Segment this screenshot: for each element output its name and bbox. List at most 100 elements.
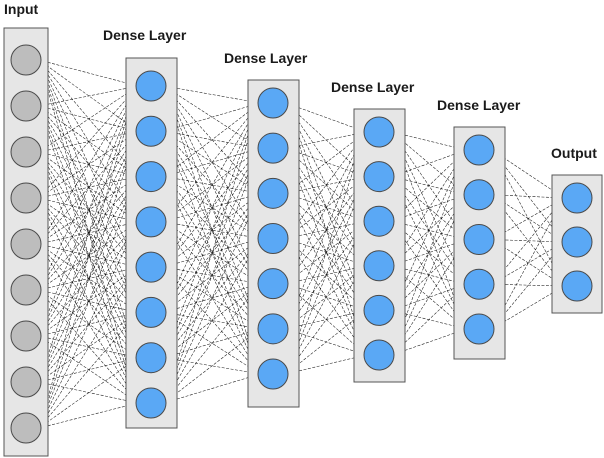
input-neuron	[10, 274, 42, 306]
connection-edge	[38, 59, 139, 223]
dense-layer-3-label: Dense Layer	[331, 79, 415, 95]
dense-neuron	[257, 358, 289, 390]
connection-edge	[38, 151, 139, 358]
input-neuron	[10, 44, 42, 76]
connection-edge	[38, 105, 139, 358]
connection-edge	[38, 289, 139, 313]
connection-edge	[38, 197, 139, 313]
input-neuron	[10, 182, 42, 214]
dense-neuron	[257, 87, 289, 119]
connection-edge	[38, 131, 139, 429]
connection-edge	[38, 197, 139, 404]
connection-edge	[38, 151, 139, 404]
connection-edge	[38, 357, 139, 383]
dense-neuron	[135, 387, 167, 419]
connection-edge	[38, 151, 139, 177]
connection-edge	[38, 176, 139, 199]
connection-edge	[163, 373, 261, 404]
input-neuron	[10, 366, 42, 398]
dense-neuron	[463, 179, 495, 211]
connection-edge	[163, 102, 261, 177]
layer-boxes	[3, 27, 603, 457]
connection-edge	[38, 105, 139, 132]
connection-edge	[38, 85, 139, 199]
connection-edge	[38, 105, 139, 404]
input-neuron	[10, 90, 42, 122]
connection-edge	[163, 148, 261, 404]
connection-edge	[38, 335, 139, 358]
connection-edge	[38, 402, 139, 429]
connection-edge	[38, 59, 139, 404]
connection-edge	[38, 266, 139, 291]
connection-edge	[285, 102, 367, 266]
connection-edge	[38, 131, 139, 337]
connection-edge	[38, 105, 139, 268]
connection-edge	[163, 266, 261, 284]
connection-edge	[38, 221, 139, 429]
input-neuron	[10, 320, 42, 352]
connection-edge	[38, 131, 139, 291]
connection-edge	[38, 289, 139, 404]
connection-edge	[38, 131, 139, 245]
connection-edge	[38, 312, 139, 429]
dense-neuron	[463, 224, 495, 255]
connection-edge	[38, 381, 139, 404]
connection-edge	[38, 85, 139, 291]
dense-neuron	[257, 177, 289, 209]
connection-edge	[163, 193, 261, 313]
connection-edge	[285, 176, 367, 375]
input-neuron	[10, 412, 42, 444]
connection-edge	[38, 59, 139, 313]
connection-edge	[38, 85, 139, 107]
connection-edge	[38, 131, 139, 153]
dense-neuron	[257, 223, 289, 254]
dense-neuron	[135, 70, 167, 102]
connection-edge	[38, 221, 139, 337]
output-neuron	[561, 270, 593, 302]
connection-edge	[163, 221, 261, 375]
dense-neuron	[257, 132, 289, 164]
connection-edge	[38, 221, 139, 245]
layer-labels: Input Dense Layer Dense Layer Dense Laye…	[4, 1, 597, 161]
dense-neuron	[257, 268, 289, 300]
dense-neuron	[135, 161, 167, 193]
connection-edge	[285, 310, 367, 375]
dense-neuron	[257, 313, 289, 345]
connection-edge	[38, 197, 139, 223]
connection-edge	[38, 151, 139, 268]
output-neuron	[561, 226, 593, 258]
connection-edge	[38, 312, 139, 337]
connection-edge	[38, 243, 139, 404]
connection-edge	[163, 283, 261, 404]
dense-neuron	[363, 294, 395, 326]
connection-edge	[38, 59, 139, 87]
dense-neuron	[135, 251, 167, 283]
dense-neuron	[363, 250, 395, 282]
dense-neuron	[135, 115, 167, 147]
connection-edge	[38, 176, 139, 383]
dense-neuron	[463, 313, 495, 345]
connection-edge	[38, 105, 139, 313]
connection-edge	[163, 147, 261, 268]
connection-edge	[38, 357, 139, 429]
input-layer-label: Input	[4, 1, 39, 17]
input-neuron	[10, 228, 42, 260]
input-neuron	[10, 136, 42, 168]
connection-edge	[38, 105, 139, 223]
dense-neuron	[363, 161, 395, 193]
connection-edge	[38, 85, 139, 383]
output-layer-label: Output	[551, 145, 597, 161]
connection-edge	[285, 131, 367, 329]
connection-edge	[163, 193, 261, 404]
connection-edge	[38, 176, 139, 429]
dense-neuron	[363, 116, 395, 148]
connection-edge	[285, 193, 367, 356]
connection-edge	[163, 85, 261, 149]
connection-edge	[163, 221, 261, 239]
dense-layer-1-label: Dense Layer	[103, 27, 187, 43]
connection-edge	[163, 102, 261, 223]
connection-edge	[38, 243, 139, 358]
output-neuron	[561, 182, 593, 214]
connection-edge	[38, 59, 139, 268]
